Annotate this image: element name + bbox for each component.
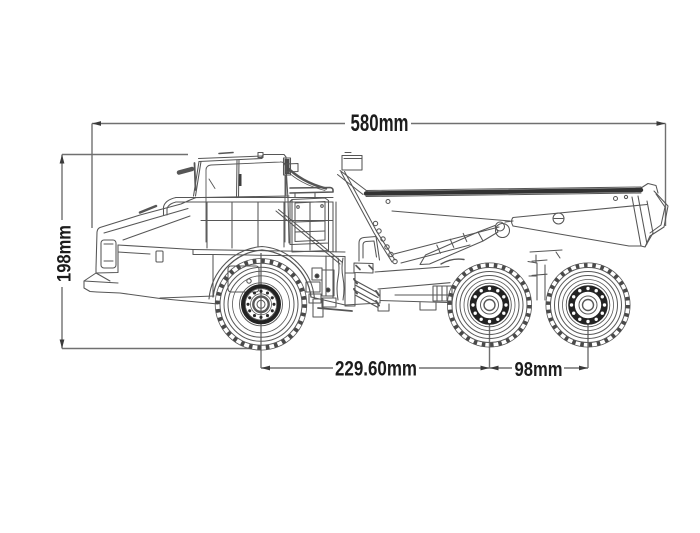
svg-text:580mm: 580mm bbox=[351, 110, 409, 137]
svg-text:98mm: 98mm bbox=[515, 359, 563, 381]
svg-text:198mm: 198mm bbox=[55, 225, 76, 282]
svg-text:229.60mm: 229.60mm bbox=[335, 358, 417, 381]
